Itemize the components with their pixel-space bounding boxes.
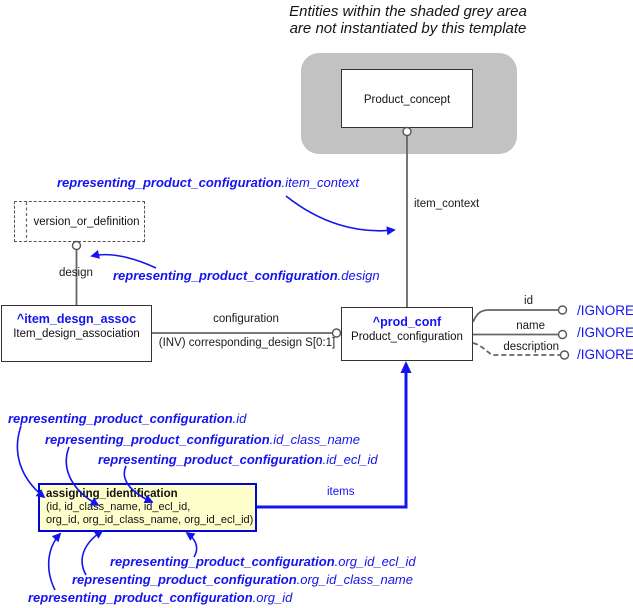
annotation-prefix: representing_product_configuration: [98, 452, 323, 467]
annotation-prefix: representing_product_configuration: [57, 175, 282, 190]
annotation-prefix: representing_product_configuration: [72, 572, 297, 587]
annotation-prefix: representing_product_configuration: [110, 554, 335, 569]
annotation-org-id-ecl-id: representing_product_configuration.org_i…: [110, 554, 416, 569]
assigning-identification-attrs-2: org_id, org_id_class_name, org_id_ecl_id…: [46, 513, 254, 526]
note-line-1: Entities within the shaded grey area: [289, 3, 527, 20]
annotation-suffix: .item_context: [281, 175, 359, 190]
arrow-annotation-item-context: [285, 195, 396, 236]
note-line-2: are not instantiated by this template: [289, 20, 527, 37]
annotation-prefix: representing_product_configuration: [8, 411, 233, 426]
annotation-id-ecl-id: representing_product_configuration.id_ec…: [98, 452, 378, 467]
circle-version-or-definition: [71, 240, 82, 251]
assigning-identification-title: assigning_identification: [46, 488, 178, 500]
annotation-suffix: .design: [337, 268, 380, 283]
annotation-prefix: representing_product_configuration: [45, 432, 270, 447]
circle-attr-description: [559, 350, 570, 360]
edge-label-items: items: [327, 486, 355, 498]
annotation-suffix: .id: [232, 411, 247, 426]
item-design-association-ref: ^item_desgn_assoc: [16, 312, 137, 326]
annotation-suffix: .id_class_name: [269, 432, 360, 447]
attr-label-id: id: [524, 295, 533, 307]
assigning-identification-attrs-1: (id, id_class_name, id_ecl_id,: [46, 501, 191, 513]
arrow-annotation-org-id-class-name: [81, 530, 104, 576]
item-design-association-box: ^item_desgn_assoc Item_design_associatio…: [1, 305, 152, 362]
product-configuration-ref: ^prod_conf: [372, 315, 442, 329]
version-or-definition-label: version_or_definition: [33, 216, 140, 228]
annotation-suffix: .id_ecl_id: [322, 452, 378, 467]
assigning-identification-box: assigning_identification (id, id_class_n…: [38, 483, 257, 532]
annotation-org-id-class-name: representing_product_configuration.org_i…: [72, 572, 413, 587]
ignore-value-description: /IGNORE: [577, 347, 633, 362]
annotation-design: representing_product_configuration.desig…: [113, 268, 380, 283]
edge-label-design: design: [59, 267, 93, 279]
annotation-id: representing_product_configuration.id: [8, 411, 246, 426]
edge-label-corresponding-design: (INV) corresponding_design S[0:1]: [158, 337, 336, 349]
product-concept-label: Product_concept: [363, 94, 451, 106]
edge-label-item-context: item_context: [414, 198, 480, 210]
circle-configuration: [331, 328, 342, 338]
product-configuration-label: Product_configuration: [351, 331, 463, 343]
annotation-suffix: .org_id_ecl_id: [334, 554, 416, 569]
item-design-association-label: Item_design_association: [13, 328, 140, 340]
circle-attr-id: [557, 305, 568, 315]
note-text: Entities within the shaded grey area are…: [257, 3, 559, 37]
attr-label-description: description: [503, 341, 559, 353]
product-concept-box: Product_concept: [341, 69, 473, 128]
annotation-prefix: representing_product_configuration: [28, 590, 253, 605]
ignore-value-name: /IGNORE: [577, 325, 633, 340]
circle-attr-name: [557, 329, 568, 340]
annotation-suffix: .org_id: [252, 590, 293, 605]
version-or-definition-box: version_or_definition: [14, 201, 145, 242]
product-configuration-box: ^prod_conf Product_configuration: [341, 307, 473, 361]
arrow-annotation-org-id: [47, 532, 62, 591]
annotation-item-context: representing_product_configuration.item_…: [57, 175, 359, 190]
annotation-suffix: .org_id_class_name: [296, 572, 413, 587]
annotation-org-id: representing_product_configuration.org_i…: [28, 590, 292, 605]
arrow-annotation-design: [90, 249, 157, 269]
edge-label-configuration: configuration: [213, 313, 279, 325]
annotation-id-class-name: representing_product_configuration.id_cl…: [45, 432, 360, 447]
attr-label-name: name: [516, 320, 545, 332]
annotation-prefix: representing_product_configuration: [113, 268, 338, 283]
ignore-value-id: /IGNORE: [577, 303, 633, 318]
